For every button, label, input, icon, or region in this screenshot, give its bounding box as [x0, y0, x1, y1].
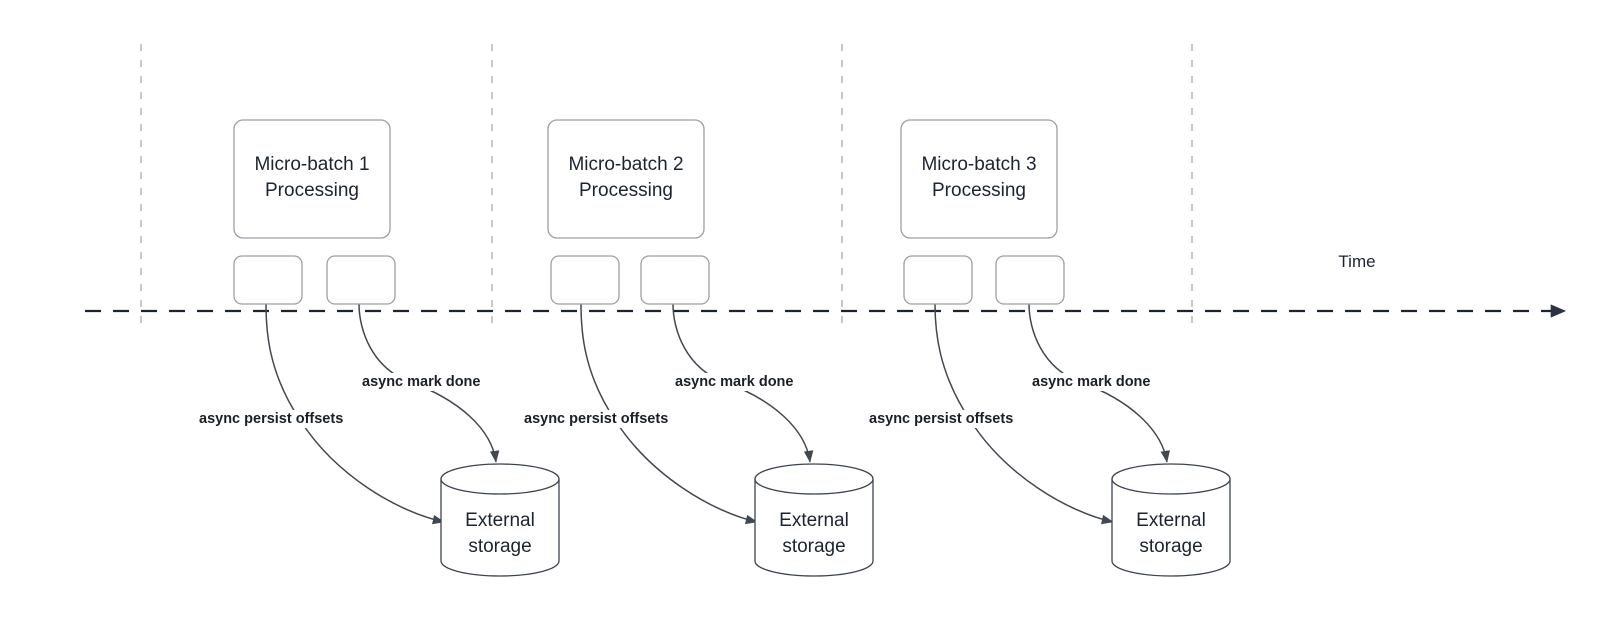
micro-batch-processing-label-line2: Processing: [579, 180, 673, 201]
async-mark-done-edge-label-bg: [359, 373, 479, 391]
async-persist-offsets-edge-label: async persist offsets: [869, 411, 1013, 427]
mark-done-task[interactable]: [995, 255, 1065, 305]
mark-done-task[interactable]: [640, 255, 710, 305]
async-mark-done-edge-label-bg: [1029, 373, 1149, 391]
external-storage-label-line2: storage: [782, 536, 845, 557]
external-storage-label-line1: External: [779, 510, 849, 531]
external-storage-cylinder-top: [754, 478, 874, 495]
async-persist-offsets-edge-label: async persist offsets: [199, 411, 343, 427]
mark-done-task[interactable]: [326, 255, 396, 305]
external-storage-cylinder-top: [1111, 478, 1231, 495]
micro-batch-processing-box[interactable]: [547, 119, 705, 239]
async-mark-done-edge-label: async mark done: [362, 374, 480, 390]
micro-batch-processing-label-line1: Micro-batch 1: [254, 154, 369, 175]
micro-batch-processing-box[interactable]: [900, 119, 1058, 239]
async-mark-done-edge-label-bg: [672, 373, 792, 391]
external-storage-cylinder-top: [440, 478, 560, 495]
external-storage-label-line1: External: [1136, 510, 1206, 531]
micro-batch-processing-box[interactable]: [233, 119, 391, 239]
micro-batch-processing-label-line1: Micro-batch 3: [921, 154, 1036, 175]
async-persist-offsets-edge-label-bg: [521, 410, 687, 428]
async-persist-offsets-edge-label-bg: [866, 410, 1032, 428]
async-persist-offsets-edge-label-bg: [196, 410, 362, 428]
persist-offsets-task[interactable]: [550, 255, 620, 305]
async-mark-done-edge-label: async mark done: [675, 374, 793, 390]
micro-batch-processing-label-line1: Micro-batch 2: [568, 154, 683, 175]
persist-offsets-task[interactable]: [233, 255, 303, 305]
external-storage-label-line2: storage: [468, 536, 531, 557]
external-storage-label-line2: storage: [1139, 536, 1202, 557]
async-persist-offsets-edge-label: async persist offsets: [524, 411, 668, 427]
persist-offsets-task[interactable]: [903, 255, 973, 305]
micro-batch-processing-label-line2: Processing: [932, 180, 1026, 201]
async-mark-done-edge-label: async mark done: [1032, 374, 1150, 390]
external-storage-label-line1: External: [465, 510, 535, 531]
time-axis-label: Time: [1338, 252, 1375, 271]
micro-batch-processing-label-line2: Processing: [265, 180, 359, 201]
